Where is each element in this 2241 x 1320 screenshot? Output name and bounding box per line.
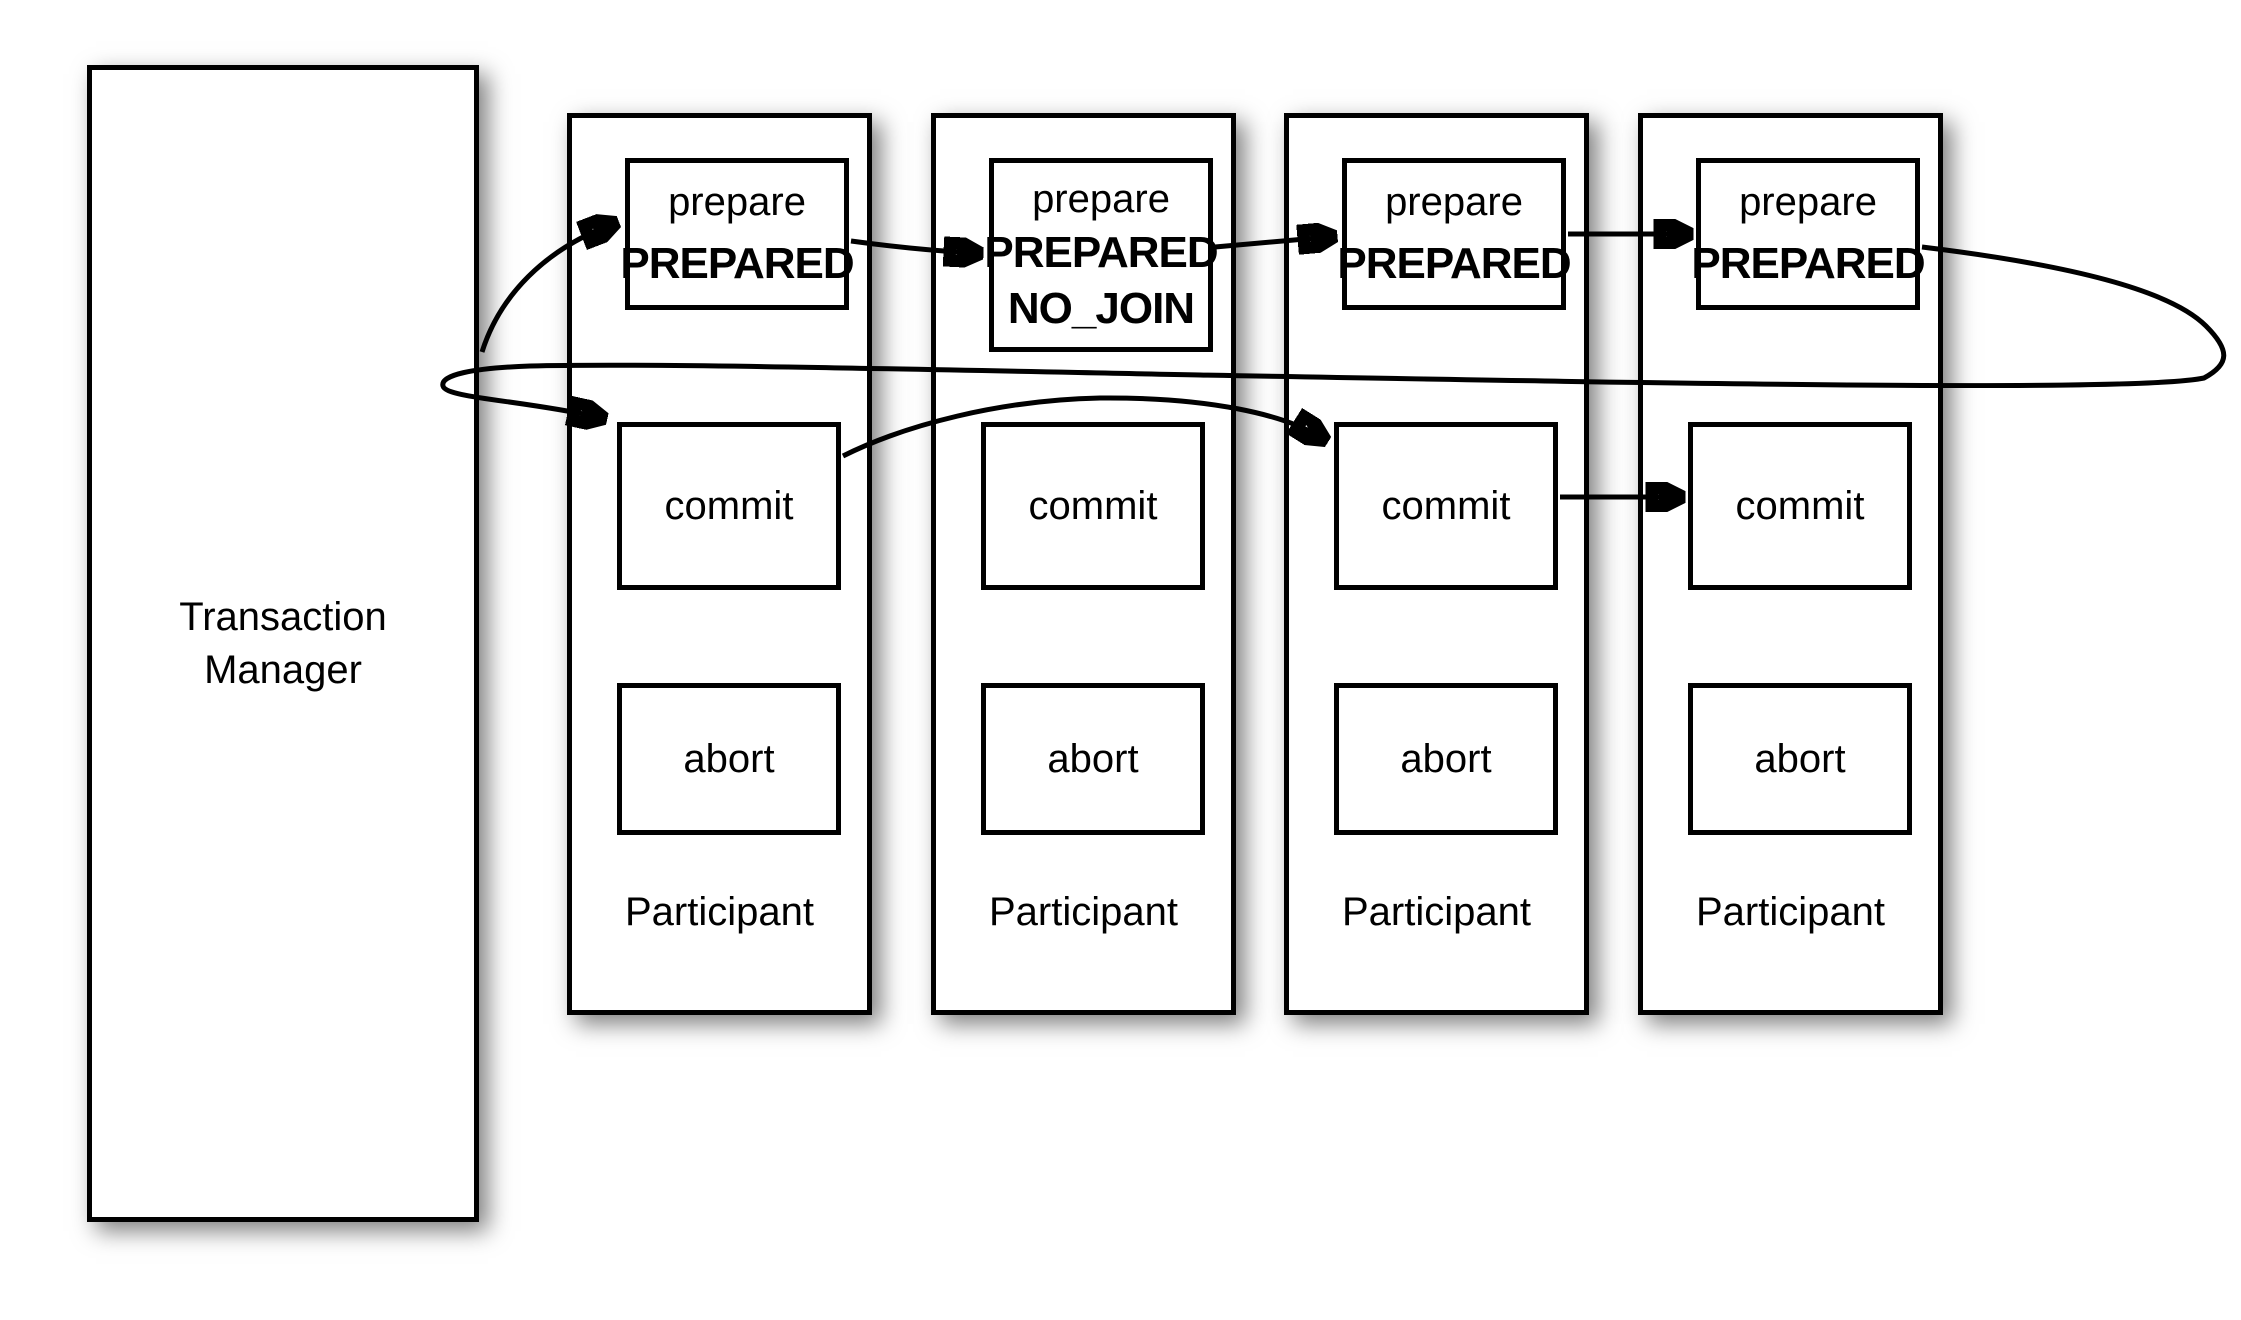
participant-1-box: prepare PREPARED commit abort Participan… <box>567 113 872 1015</box>
participant-3-label: Participant <box>1342 890 1531 934</box>
prepare-action: prepare <box>1385 179 1523 224</box>
abort-action: abort <box>1400 736 1492 781</box>
transaction-manager-label: Transaction Manager <box>179 591 387 697</box>
prepare-state: PREPARED <box>1691 238 1925 288</box>
participant-1-prepare-box: prepare PREPARED <box>620 158 855 310</box>
prepare-action: prepare <box>1032 176 1170 221</box>
abort-action: abort <box>1754 736 1846 781</box>
transaction-manager-box: Transaction Manager <box>87 65 479 1222</box>
prepare-action: prepare <box>668 179 806 224</box>
abort-action: abort <box>683 736 775 781</box>
participant-2-abort-box: abort <box>981 683 1205 835</box>
participant-3-commit-box: commit <box>1334 422 1558 590</box>
participant-1-label: Participant <box>625 890 814 934</box>
participant-4-box: prepare PREPARED commit abort Participan… <box>1638 113 1943 1015</box>
prepare-state: NO_JOIN <box>1007 283 1195 333</box>
participant-3-prepare-box: prepare PREPARED <box>1337 158 1572 310</box>
transaction-manager-label-line1: Transaction <box>179 594 387 639</box>
commit-action: commit <box>1735 483 1865 528</box>
commit-action: commit <box>1381 483 1511 528</box>
prepare-state: PREPARED <box>620 238 854 288</box>
abort-action: abort <box>1047 736 1139 781</box>
participant-2-commit-box: commit <box>981 422 1205 590</box>
participant-2-label: Participant <box>989 890 1178 934</box>
transaction-manager-label-line2: Manager <box>204 647 362 692</box>
commit-action: commit <box>1028 483 1158 528</box>
prepare-action: prepare <box>1739 179 1877 224</box>
commit-action: commit <box>664 483 794 528</box>
participant-3-box: prepare PREPARED commit abort Participan… <box>1284 113 1589 1015</box>
participant-4-label: Participant <box>1696 890 1885 934</box>
participant-4-commit-box: commit <box>1688 422 1912 590</box>
participant-1-abort-box: abort <box>617 683 841 835</box>
prepare-state: PREPARED <box>1337 238 1571 288</box>
participant-4-abort-box: abort <box>1688 683 1912 835</box>
participant-4-prepare-box: prepare PREPARED <box>1691 158 1926 310</box>
participant-3-abort-box: abort <box>1334 683 1558 835</box>
prepare-state: PREPARED <box>984 227 1218 277</box>
participant-2-box: prepare PREPARED NO_JOIN commit abort Pa… <box>931 113 1236 1015</box>
participant-1-commit-box: commit <box>617 422 841 590</box>
participant-2-prepare-box: prepare PREPARED NO_JOIN <box>984 158 1219 352</box>
